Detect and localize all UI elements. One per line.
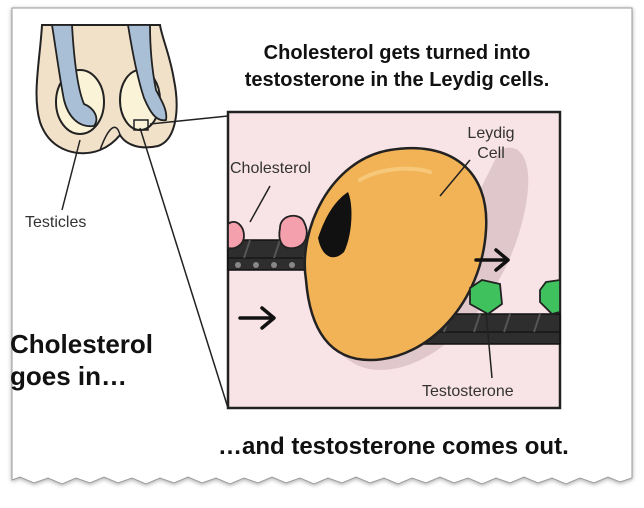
left-caption-line-1: Cholesterol: [10, 329, 154, 359]
label-cholesterol: Cholesterol: [230, 160, 311, 177]
left-caption-line-2: goes in…: [10, 361, 128, 391]
left-vas-deferens: [50, 24, 98, 128]
label-testosterone: Testosterone: [422, 383, 514, 400]
testosterone-molecule-1: [469, 279, 503, 316]
testosterone-pointer: [485, 311, 493, 379]
leydig-cell-highlight: [358, 166, 432, 182]
label-leydig-line-1: Leydig: [467, 125, 515, 142]
leydig-pointer: [439, 159, 471, 197]
cholesterol-molecule-1: [227, 221, 245, 250]
headline-line-1: Cholesterol gets turned into: [263, 42, 531, 64]
zoom-line-top: [149, 115, 229, 125]
cholesterol-molecule-2: [278, 214, 308, 250]
right-vas-deferens: [126, 24, 168, 122]
arrow-right-icon: [238, 306, 276, 330]
zoom-marker: [133, 119, 149, 131]
cholesterol-pointer: [249, 185, 271, 223]
headline-line-2: testosterone in the Leydig cells.: [244, 69, 550, 91]
testicles-illustration: [35, 24, 178, 211]
leydig-cell-opening: [318, 192, 352, 258]
label-testicles: Testicles: [25, 214, 87, 231]
zoom-line-bottom: [139, 127, 229, 409]
label-leydig-line-2: Cell: [477, 145, 505, 162]
bottom-caption: …and testosterone comes out.: [218, 433, 569, 460]
arrow-right-icon-2: [474, 248, 510, 272]
testicles-pointer: [61, 139, 81, 211]
testosterone-molecule-2: [539, 278, 561, 315]
